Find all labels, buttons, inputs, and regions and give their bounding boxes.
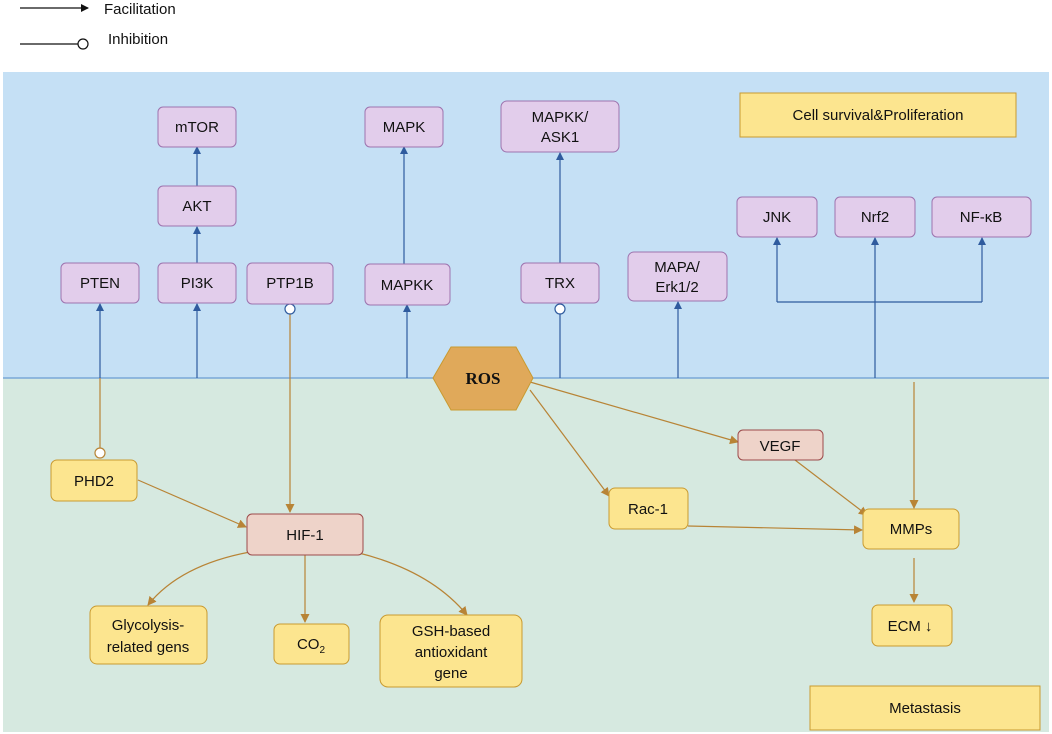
- nfkb-box: [931, 196, 1032, 238]
- inhibition-legend-circle: [77, 38, 89, 50]
- phd2-inhibition-circle: [94, 447, 106, 459]
- rac1-to-mmps-arrow: [687, 525, 863, 535]
- mtor-box: [157, 106, 237, 148]
- co2-subscript: 2: [319, 645, 325, 656]
- metastasis-label: Metastasis: [889, 700, 961, 717]
- co2-label: CO2: [297, 636, 326, 656]
- mapkk-ask1-box: [500, 100, 620, 153]
- mtor-label: mTOR: [175, 119, 219, 136]
- hif1-label: HIF-1: [286, 527, 324, 544]
- inhibition-legend-label: Inhibition: [108, 31, 168, 48]
- mapa-erk-label-line2: Erk1/2: [655, 279, 698, 296]
- lower-region: [3, 378, 1049, 732]
- jnk-box: [736, 196, 818, 238]
- trx-inhibition-circle: [554, 303, 566, 315]
- nfkb-label: NF-κB: [960, 209, 1003, 226]
- akt-box: [157, 185, 237, 227]
- ptp1b-box: [246, 262, 334, 305]
- gsh-label-line1: GSH-based: [412, 623, 490, 640]
- vegf-box: [737, 429, 824, 461]
- phd2-to-hif1-arrow: [137, 479, 247, 528]
- mapa-erk-label-line1: MAPA/: [654, 259, 700, 276]
- mapkk-label: MAPKK: [381, 277, 434, 294]
- ros-label: ROS: [466, 369, 501, 388]
- glycolysis-box: [89, 605, 208, 665]
- ros-to-vegf-arrow: [529, 381, 739, 445]
- facilitation-legend-label: Facilitation: [104, 1, 176, 18]
- cell-survival-box: [739, 92, 1017, 138]
- ptp1b-label: PTP1B: [266, 275, 314, 292]
- ptp1b-inhibition-circle: [284, 303, 296, 315]
- metastasis-box: [809, 685, 1041, 731]
- mmps-box: [862, 508, 960, 550]
- pten-box: [60, 262, 140, 304]
- co2-main-text: CO: [297, 636, 320, 653]
- blue-connectors: [96, 146, 986, 378]
- ecm-down-arrow-icon: ↓: [925, 618, 933, 635]
- vegf-label: VEGF: [760, 438, 801, 455]
- nrf2-box: [834, 196, 916, 238]
- rac1-box: [608, 487, 689, 530]
- phd2-box: [50, 459, 138, 502]
- gsh-box: [379, 614, 523, 688]
- nrf2-label: Nrf2: [861, 209, 889, 226]
- mapkk-box: [364, 263, 451, 306]
- gsh-label-line2: antioxidant: [415, 644, 488, 661]
- hif1-to-gsh-arrow: [354, 551, 468, 616]
- trx-label: TRX: [545, 275, 575, 292]
- phd2-label: PHD2: [74, 473, 114, 490]
- mapk-label: MAPK: [383, 119, 426, 136]
- mapk-box: [364, 106, 444, 148]
- jnk-label: JNK: [763, 209, 791, 226]
- mmps-label: MMPs: [890, 521, 933, 538]
- ecm-text: ECM: [888, 618, 921, 635]
- effect-nodes: PHD2 Glycolysis- related gens CO2 GSH-ba…: [50, 459, 1041, 731]
- mapkk-ask1-label-line2: ASK1: [541, 129, 579, 146]
- mapkk-ask1-label-line1: MAPKK/: [532, 109, 590, 126]
- hif1-box: [246, 513, 364, 556]
- mapa-erk-box: [627, 251, 728, 302]
- ros-hexagon: [432, 346, 534, 411]
- co2-box: [273, 623, 350, 665]
- ecm-label: ECM↓: [888, 618, 933, 635]
- ros-to-rac1-arrow: [529, 389, 610, 497]
- cell-survival-label: Cell survival&Proliferation: [793, 107, 964, 124]
- akt-label: AKT: [182, 198, 211, 215]
- glycolysis-label-line1: Glycolysis-: [112, 617, 185, 634]
- legend: Facilitation Inhibition: [20, 1, 176, 50]
- pi3k-label: PI3K: [181, 275, 214, 292]
- glycolysis-label-line2: related gens: [107, 639, 190, 656]
- signal-nodes: mTOR AKT PTEN PI3K PTP1B MAPK MAPKK MAPK…: [60, 100, 1032, 306]
- ecm-box: [871, 604, 953, 647]
- pi3k-box: [157, 262, 237, 304]
- pten-label: PTEN: [80, 275, 120, 292]
- gsh-label-line3: gene: [434, 665, 467, 682]
- brown-connectors: [99, 314, 919, 623]
- trx-box: [520, 262, 600, 304]
- rac1-label: Rac-1: [628, 501, 668, 518]
- hif1-to-glycolysis-arrow: [147, 551, 251, 606]
- vegf-to-mmps-arrow: [794, 459, 868, 516]
